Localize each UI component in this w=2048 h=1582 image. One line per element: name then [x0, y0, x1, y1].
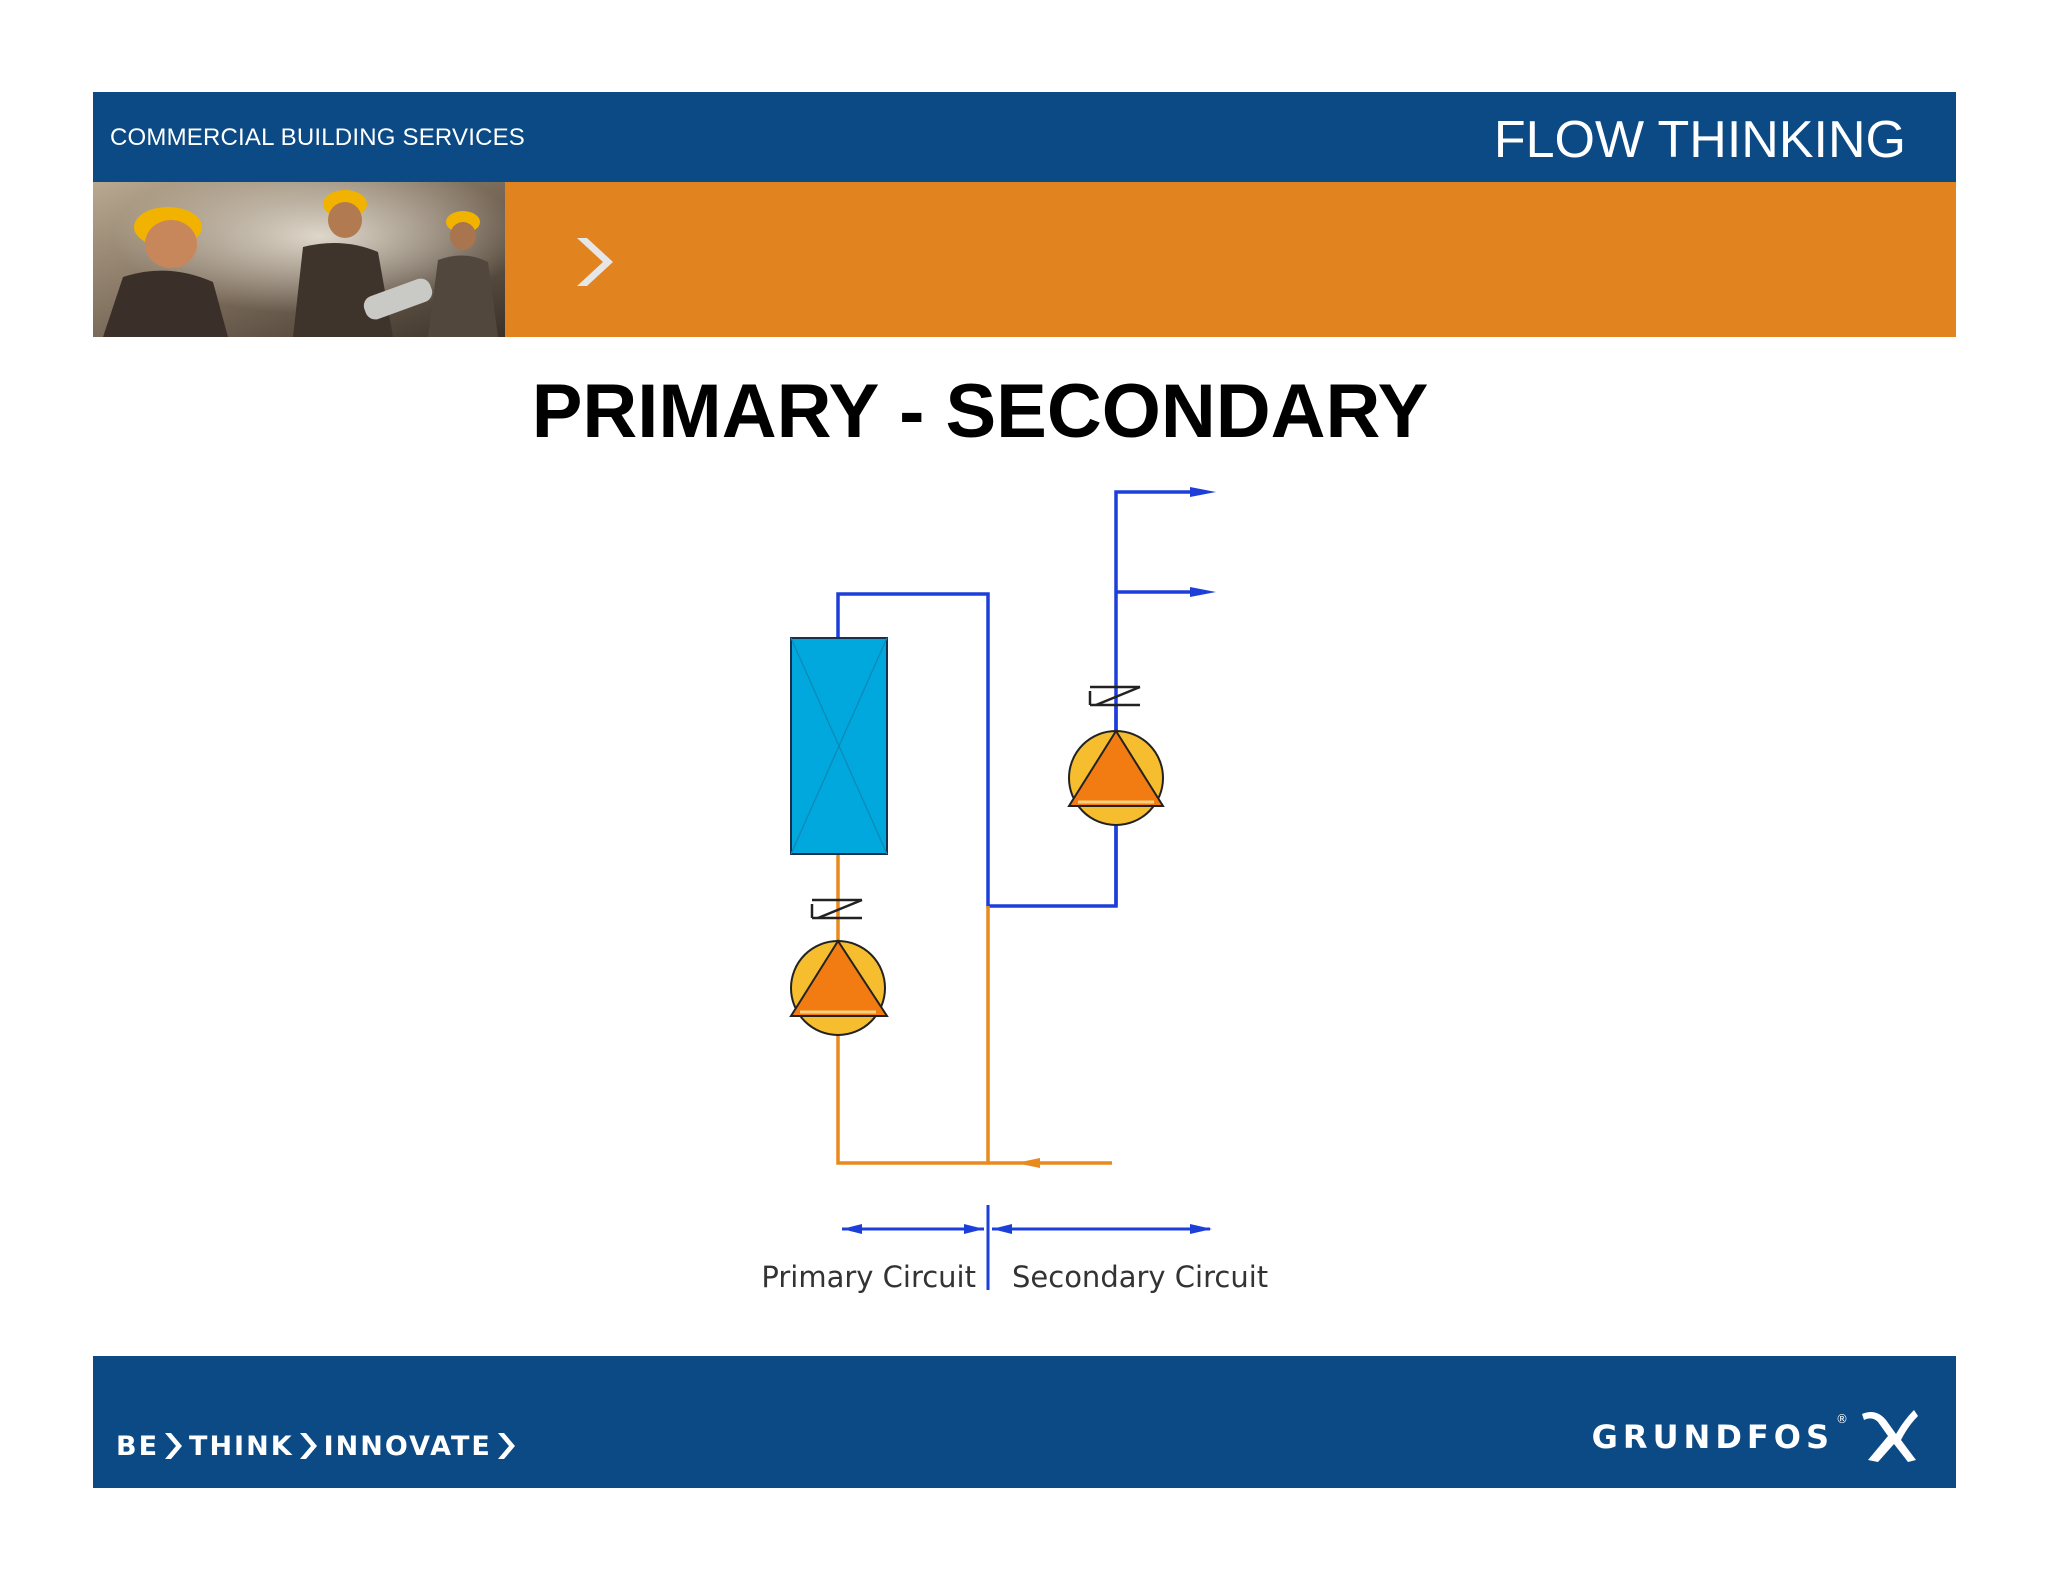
pump-icon	[789, 939, 889, 1036]
chevron-right-icon	[165, 1433, 183, 1459]
chevron-right-icon	[299, 1433, 317, 1459]
footer-bar: BE THINK INNOVATE GRUNDFOS ®	[93, 1356, 1956, 1488]
return-pipe	[836, 906, 1112, 1165]
primary-circuit-label: Primary Circuit	[761, 1260, 976, 1294]
slogan-word-innovate: INNOVATE	[323, 1430, 492, 1462]
check-valve-icon	[1088, 685, 1141, 707]
header-right-label: FLOW THINKING	[1493, 111, 1906, 169]
grundfos-logo-icon	[1862, 1410, 1918, 1462]
arrow-icon	[1016, 1158, 1040, 1168]
brand-logo: GRUNDFOS ®	[1592, 1396, 1922, 1466]
circuit-markers	[842, 1205, 1212, 1290]
header-bar: COMMERCIAL BUILDING SERVICES FLOW THINKI…	[93, 92, 1956, 182]
slogan: BE THINK INNOVATE	[116, 1426, 522, 1466]
slogan-word-be: BE	[116, 1430, 160, 1462]
secondary-circuit-label: Secondary Circuit	[1012, 1260, 1268, 1294]
chevron-right-icon	[497, 1433, 515, 1459]
arrow-icon	[1190, 487, 1216, 597]
supply-pipe	[836, 490, 1205, 908]
brand-name: GRUNDFOS	[1591, 1418, 1834, 1456]
check-valve-icon	[810, 898, 863, 920]
slogan-word-think: THINK	[189, 1430, 294, 1462]
chevron-right-icon	[577, 238, 613, 286]
brand-registered-mark: ®	[1836, 1412, 1848, 1426]
header-left-label: COMMERCIAL BUILDING SERVICES	[110, 124, 526, 151]
banner	[93, 182, 1956, 337]
pump-icon	[1067, 729, 1165, 826]
construction-workers-photo	[93, 182, 505, 337]
boiler	[790, 637, 888, 855]
slide-title: PRIMARY - SECONDARY	[531, 369, 1429, 454]
